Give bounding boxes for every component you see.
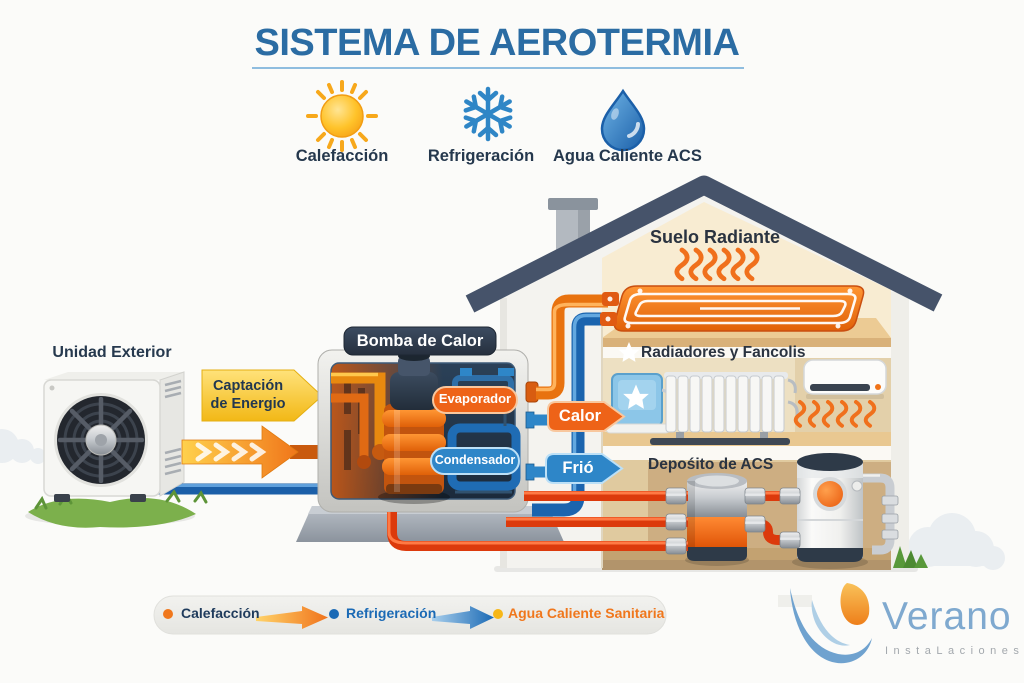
- outdoor-unit-label: Unidad Exterior: [52, 344, 172, 361]
- mode-label-cooling: Refrigeración: [427, 147, 535, 165]
- dhw-storage-tank: [792, 453, 899, 569]
- mode-label-acs: Agua Caliente ACS: [553, 147, 702, 165]
- mode-label-heating: Calefacción: [295, 147, 389, 165]
- side-grille: [164, 379, 182, 476]
- legend-dot-acs: [493, 609, 503, 619]
- heating-supply-pipe: [525, 292, 619, 403]
- energy-capture-label: Captación de Energio: [202, 377, 294, 413]
- legend-dot-heating: [163, 609, 173, 619]
- legend-label-cooling: Refrigeración: [346, 605, 437, 621]
- evaporator-label: Evaporador: [438, 391, 512, 406]
- heat-pump-title: Bomba de Calor: [356, 332, 484, 350]
- cold-flow-badge: [545, 453, 624, 484]
- energy-flow-arrow: [181, 425, 334, 479]
- legend-label-heating: Calefacción: [181, 605, 260, 621]
- heat-flow-label: Calor: [558, 407, 602, 425]
- heat-pump-nameplate: [343, 326, 497, 356]
- cold-flow-label: Frió: [562, 459, 594, 477]
- roof: [465, 175, 943, 313]
- compressor: [378, 351, 450, 504]
- heat-flow-badge: [547, 401, 626, 432]
- legend-label-acs: Agua Caliente Sanitaria: [508, 605, 665, 621]
- page-title: SISTEMA DE AEROTERMIA: [254, 22, 740, 64]
- title-underline: [252, 67, 744, 69]
- water-drop-icon: [600, 88, 646, 152]
- refrigerant-pipe: [150, 483, 330, 495]
- legend-dot-cooling: [329, 609, 339, 619]
- evaporator-badge: [432, 386, 518, 414]
- dhw-pipes: [387, 487, 801, 555]
- brand-name: Verano: [882, 595, 1012, 638]
- legend-arrow-heating: [256, 606, 328, 629]
- chimney-cap: [548, 198, 598, 210]
- energy-capture-line1: Captación: [212, 378, 284, 394]
- outdoor-unit: [25, 371, 208, 528]
- ac-indicator-light: [875, 384, 881, 390]
- radiator: [650, 372, 799, 445]
- legend-arrow-cooling: [432, 606, 494, 629]
- radiant-floor-label: Suelo Radiante: [649, 227, 781, 247]
- condenser-badge: [430, 447, 520, 475]
- sun-icon: [306, 80, 378, 152]
- snowflake-icon: [463, 86, 513, 142]
- brand-tagline: InstaLaciones: [885, 645, 1024, 657]
- tank-gauge: [817, 481, 843, 507]
- cloud-right: [908, 513, 1005, 570]
- dhw-tank-label: Depośito de ACS: [648, 456, 774, 473]
- wall-ac-unit: [803, 359, 887, 399]
- cloud-left: [0, 429, 46, 464]
- heat-pump: [317, 326, 529, 513]
- energy-capture-line2: de Energio: [210, 396, 286, 413]
- energy-capture-banner: [201, 369, 323, 422]
- fan-icon: [54, 393, 148, 487]
- radiant-floor-panel: [613, 285, 865, 332]
- brand-logo-icon: [778, 583, 872, 664]
- legend: [153, 595, 667, 635]
- grass-patch: [28, 498, 196, 528]
- condenser-label: Condensador: [434, 453, 516, 467]
- grass-tuft: [893, 546, 928, 568]
- buffer-tank: [685, 473, 749, 566]
- fancoil-unit: [605, 342, 672, 434]
- radiators-label: Radiadores y Fancolis: [641, 344, 806, 361]
